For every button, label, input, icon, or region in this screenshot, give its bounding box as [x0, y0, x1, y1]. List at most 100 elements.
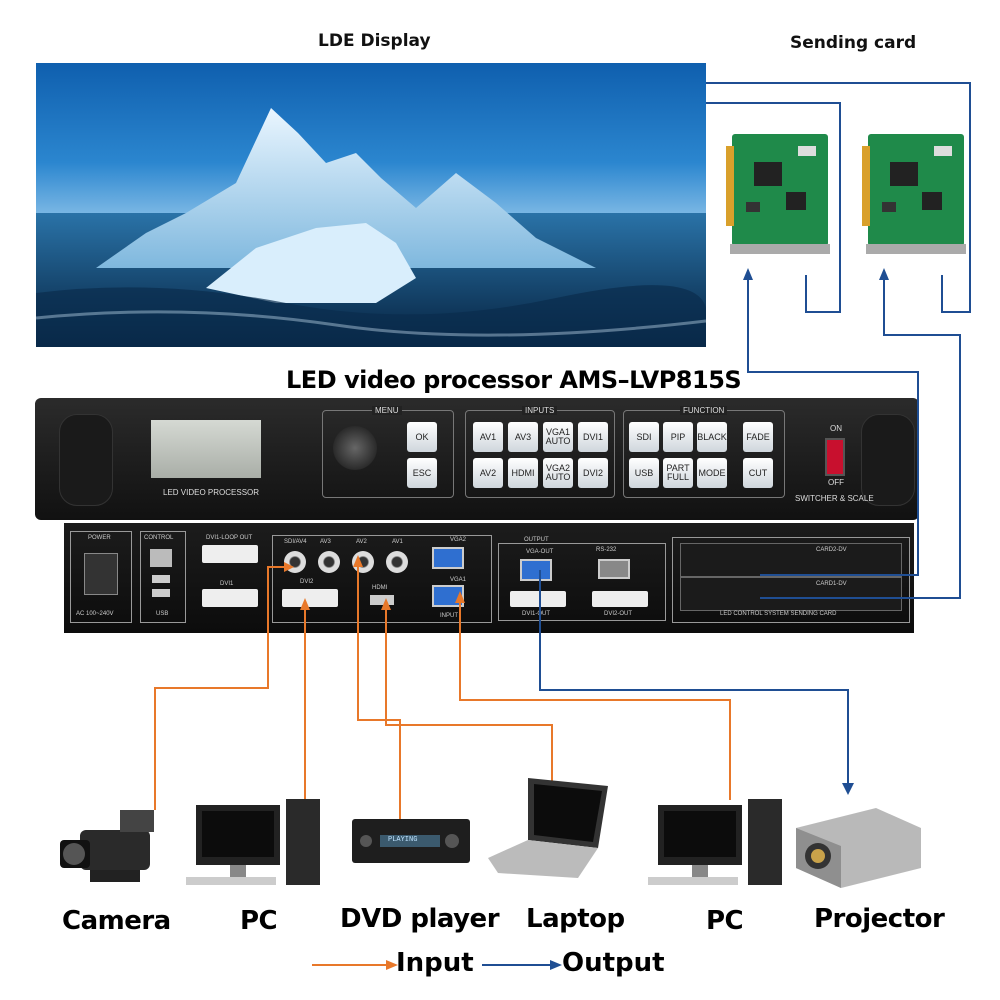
hdmi-port[interactable] — [370, 595, 394, 605]
input-label: INPUT — [440, 613, 458, 619]
projector-icon — [796, 808, 921, 888]
front-panel: LED VIDEO PROCESSOR MENU OK ESC INPUTS A… — [35, 398, 919, 520]
input-lines — [154, 562, 731, 820]
vga1-auto-button[interactable]: VGA1 AUTO — [543, 422, 573, 452]
vga-out-port[interactable] — [520, 559, 552, 581]
esc-button[interactable]: ESC — [407, 458, 437, 488]
usb-button[interactable]: USB — [629, 458, 659, 488]
ethernet-port[interactable] — [150, 549, 172, 567]
vga2-label: VGA2 — [450, 537, 467, 543]
av1-bnc[interactable] — [386, 551, 408, 573]
cut-button[interactable]: CUT — [743, 458, 773, 488]
arrow-projector — [842, 783, 854, 795]
inputs-label: INPUTS — [522, 406, 558, 415]
av1-button[interactable]: AV1 — [473, 422, 503, 452]
arrow-card1 — [743, 268, 753, 280]
sending-card-2 — [862, 132, 966, 256]
dvd-player-label: DVD player — [340, 904, 500, 934]
sdi-av4-label: SDI/AV4 — [284, 539, 307, 545]
av3-button[interactable]: AV3 — [508, 422, 538, 452]
control-section — [140, 531, 186, 623]
power-socket[interactable] — [84, 553, 118, 595]
power-label: POWER — [88, 535, 111, 541]
input-section — [272, 535, 492, 623]
lcd-screen — [151, 420, 261, 478]
function-label: FUNCTION — [680, 406, 728, 415]
led-display-label: LDE Display — [318, 31, 431, 51]
sending-card-1 — [726, 132, 830, 256]
av2-button[interactable]: AV2 — [473, 458, 503, 488]
input-legend-label: Input — [396, 948, 474, 978]
arrow-card2 — [879, 268, 889, 280]
rs232-port[interactable] — [598, 559, 630, 579]
dvi2-out-port[interactable] — [592, 591, 648, 607]
sdi-button[interactable]: SDI — [629, 422, 659, 452]
ok-button[interactable]: OK — [407, 422, 437, 452]
dvi1-button[interactable]: DVI1 — [578, 422, 608, 452]
usb-label: USB — [156, 611, 169, 617]
sending-card-slot-area — [672, 537, 910, 623]
card1-label: CARD1-DV — [816, 581, 847, 587]
fade-button[interactable]: FADE — [743, 422, 773, 452]
pc-icon-2 — [648, 799, 782, 885]
usb-port-1[interactable] — [152, 575, 170, 583]
led-display-screen — [36, 63, 706, 347]
power-on-label: ON — [830, 424, 842, 433]
pc-label-2: PC — [706, 906, 744, 936]
camera-icon — [60, 810, 154, 882]
dvi1-out-port[interactable] — [510, 591, 566, 607]
arrow-hdmi — [381, 598, 391, 610]
mode-button[interactable]: MODE — [697, 458, 727, 488]
dvi1-label: DVI1 — [220, 581, 234, 587]
power-switch[interactable] — [825, 438, 845, 476]
laptop-label: Laptop — [526, 904, 625, 934]
usb-port-2[interactable] — [152, 589, 170, 597]
dvi1-loop-out-port[interactable] — [202, 545, 258, 563]
left-handle — [59, 414, 113, 506]
dvi2-label: DVI2 — [300, 579, 314, 585]
arrow-dvi2 — [300, 598, 310, 610]
hdmi-button[interactable]: HDMI — [508, 458, 538, 488]
arrow-vga1 — [455, 591, 465, 603]
dvi2-out-label: DVI2-OUT — [604, 611, 633, 617]
right-handle — [861, 414, 915, 506]
iceberg-image — [36, 108, 706, 347]
projector-label: Projector — [814, 904, 945, 934]
part-full-button[interactable]: PART FULL — [663, 458, 693, 488]
arrow-sdi — [284, 562, 294, 572]
vga2-auto-button[interactable]: VGA2 AUTO — [543, 458, 573, 488]
dvi2-port[interactable] — [282, 589, 338, 607]
vga-out-label: VGA-OUT — [526, 549, 554, 555]
camera-label: Camera — [62, 906, 171, 936]
power-section — [70, 531, 132, 623]
output-legend-arrow — [482, 960, 562, 970]
pc-label-1: PC — [240, 906, 278, 936]
pc-icon-1 — [186, 799, 320, 885]
arrow-av2 — [353, 555, 363, 567]
card2-slot — [680, 543, 902, 577]
product-title: LED video processor AMS–LVP815S — [286, 366, 742, 394]
black-button[interactable]: BLACK — [697, 422, 727, 452]
pip-button[interactable]: PIP — [663, 422, 693, 452]
av2-label: AV2 — [356, 539, 367, 545]
laptop-icon — [488, 778, 608, 878]
dvd-screen-text: PLAYING — [388, 836, 418, 844]
sending-card-label: Sending card — [790, 33, 917, 53]
rear-panel: POWER AC 100~240V CONTROL USB DVI1-LOOP … — [64, 523, 914, 633]
vga2-port[interactable] — [432, 547, 464, 569]
dvi1-port[interactable] — [202, 589, 258, 607]
power-rating-label: AC 100~240V — [76, 611, 114, 617]
input-legend-arrow — [312, 960, 398, 970]
sending-card-slot-label: LED CONTROL SYSTEM SENDING CARD — [720, 611, 837, 617]
switcher-label: SWITCHER & SCALE — [795, 494, 874, 503]
av3-bnc[interactable] — [318, 551, 340, 573]
menu-knob[interactable] — [333, 426, 377, 470]
card1-slot — [680, 577, 902, 611]
dvd-player-icon — [352, 819, 470, 863]
dvi1-loop-out-label: DVI1-LOOP OUT — [206, 535, 253, 541]
dvi2-button[interactable]: DVI2 — [578, 458, 608, 488]
output-label: OUTPUT — [524, 537, 549, 543]
av3-label: AV3 — [320, 539, 331, 545]
hdmi-label: HDMI — [372, 585, 388, 591]
